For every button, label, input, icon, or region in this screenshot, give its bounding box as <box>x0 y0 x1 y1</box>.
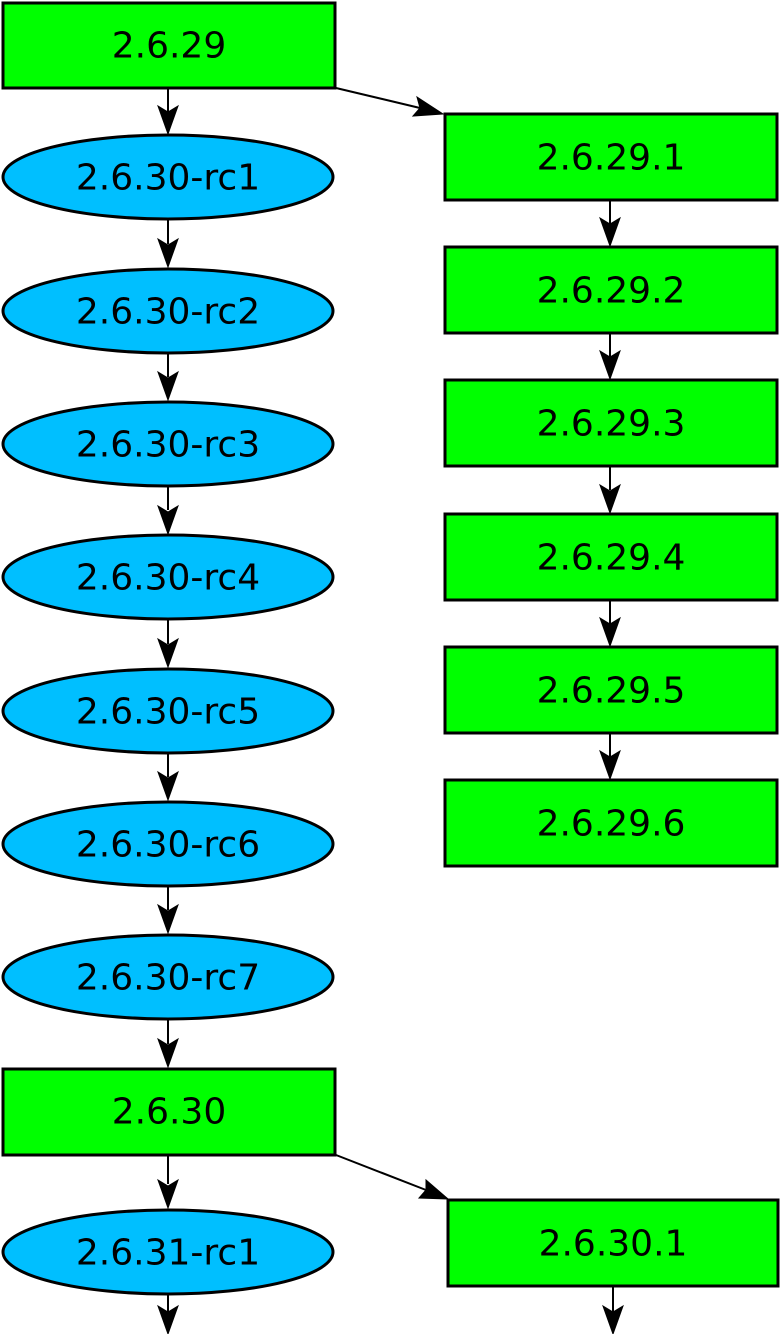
edge-2629-3-to-2629-4 <box>599 466 621 515</box>
node-2630[interactable]: 2.6.30 <box>1 1067 337 1157</box>
edge-rc30-5-to-rc30-6 <box>157 753 179 802</box>
stable-2630-column: 2.6.30.1 <box>446 1198 780 1288</box>
node-label: 2.6.31-rc1 <box>76 1233 260 1274</box>
node-label: 2.6.29.4 <box>537 538 686 579</box>
mainline-column: 2.6.29 2.6.30-rc1 2.6.30-rc2 2.6.30-rc3 … <box>1 1 337 1296</box>
edge-2630-to-rc31-1 <box>157 1155 179 1210</box>
edges <box>157 87 624 1334</box>
edge-2629-to-rc30-1 <box>157 88 179 136</box>
node-rc30-7[interactable]: 2.6.30-rc7 <box>1 933 335 1021</box>
edge-rc30-1-to-rc30-2 <box>157 220 179 269</box>
node-rc30-1[interactable]: 2.6.30-rc1 <box>1 133 335 221</box>
node-label: 2.6.29 <box>112 26 227 67</box>
node-label: 2.6.29.6 <box>537 804 686 845</box>
edge-2630-to-2630-1 <box>335 1154 450 1200</box>
node-2629-1[interactable]: 2.6.29.1 <box>443 112 779 202</box>
edge-rc31-1-continues <box>157 1294 179 1334</box>
node-label: 2.6.30-rc5 <box>76 692 260 733</box>
node-label: 2.6.29.1 <box>537 138 686 179</box>
edge-rc30-3-to-rc30-4 <box>157 486 179 536</box>
edge-2629-2-to-2629-3 <box>599 333 621 381</box>
node-label: 2.6.30-rc2 <box>76 292 260 333</box>
edge-rc30-6-to-rc30-7 <box>157 886 179 935</box>
node-label: 2.6.29.2 <box>537 271 686 312</box>
edge-rc30-2-to-rc30-3 <box>157 353 179 402</box>
node-label: 2.6.30-rc1 <box>76 158 260 199</box>
node-label: 2.6.30.1 <box>539 1224 688 1265</box>
node-2630-1[interactable]: 2.6.30.1 <box>446 1198 780 1288</box>
node-label: 2.6.30-rc6 <box>76 825 260 866</box>
edge-2630-1-continues <box>602 1286 624 1334</box>
node-rc30-5[interactable]: 2.6.30-rc5 <box>1 667 335 755</box>
node-2629-4[interactable]: 2.6.29.4 <box>443 512 779 602</box>
node-rc30-4[interactable]: 2.6.30-rc4 <box>1 533 335 621</box>
node-label: 2.6.29.5 <box>537 671 686 712</box>
stable-2629-column: 2.6.29.1 2.6.29.2 2.6.29.3 2.6.29.4 2.6.… <box>443 112 779 868</box>
edge-2629-5-to-2629-6 <box>599 733 621 781</box>
node-2629[interactable]: 2.6.29 <box>1 1 337 90</box>
node-rc31-1[interactable]: 2.6.31-rc1 <box>1 1208 335 1296</box>
node-2629-6[interactable]: 2.6.29.6 <box>443 778 779 868</box>
edge-2629-1-to-2629-2 <box>599 200 621 248</box>
node-rc30-2[interactable]: 2.6.30-rc2 <box>1 267 335 355</box>
node-label: 2.6.29.3 <box>537 404 686 445</box>
node-2629-5[interactable]: 2.6.29.5 <box>443 645 779 735</box>
node-rc30-6[interactable]: 2.6.30-rc6 <box>1 800 335 888</box>
edge-rc30-7-to-2630 <box>157 1020 179 1069</box>
node-label: 2.6.30-rc3 <box>76 425 260 466</box>
edge-2629-to-2629-1 <box>335 87 445 117</box>
edge-2629-4-to-2629-5 <box>599 600 621 648</box>
node-2629-2[interactable]: 2.6.29.2 <box>443 245 779 335</box>
node-2629-3[interactable]: 2.6.29.3 <box>443 378 779 468</box>
node-label: 2.6.30-rc7 <box>76 958 260 999</box>
node-rc30-3[interactable]: 2.6.30-rc3 <box>1 400 335 488</box>
edge-rc30-4-to-rc30-5 <box>157 620 179 669</box>
node-label: 2.6.30-rc4 <box>76 558 260 599</box>
node-label: 2.6.30 <box>112 1092 227 1133</box>
